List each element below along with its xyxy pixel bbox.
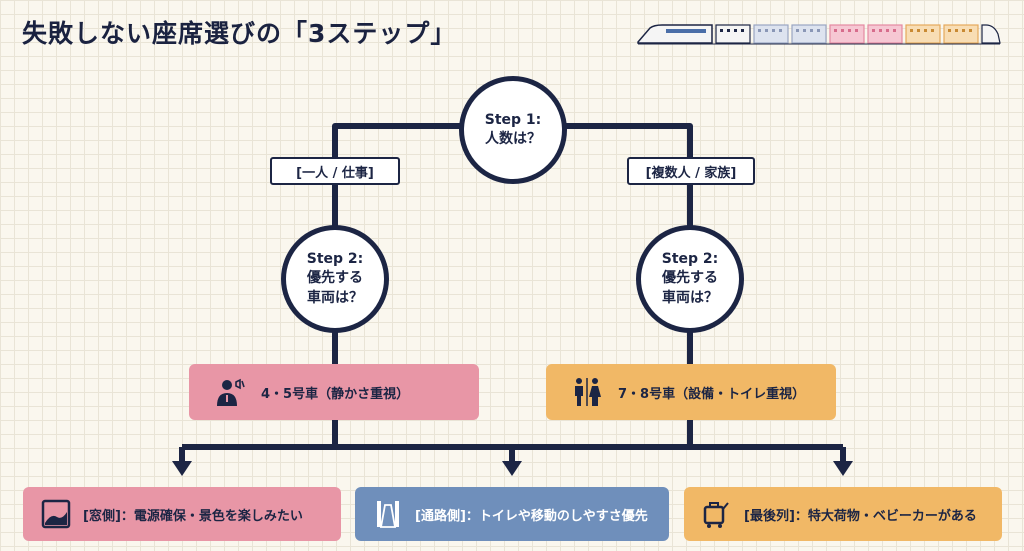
arrowhead-option-2 xyxy=(502,461,522,476)
option-last-row-text: [最後列]：特大荷物・ベビーカーがある xyxy=(744,508,977,524)
restroom-icon xyxy=(570,375,604,409)
step2-right-line1: 優先する xyxy=(662,270,718,286)
step2-right-node: Step 2: 優先する 車両は？ xyxy=(636,225,744,333)
connector-step1-right xyxy=(566,123,693,226)
option-aisle-text: [通路側]：トイレや移動のしやすさ優先 xyxy=(415,508,648,524)
step2-left-node: Step 2: 優先する 車両は？ xyxy=(281,225,389,333)
step1-label: Step 1: xyxy=(484,112,542,128)
step2-left-label: Step 2: xyxy=(306,251,364,267)
window-icon xyxy=(41,499,71,529)
option-last-row: [最後列]：特大荷物・ベビーカーがある xyxy=(684,487,1002,541)
connector-step1-left xyxy=(332,123,460,226)
recommendation-left: 4・5号車（静かさ重視） xyxy=(189,364,479,420)
option-window: [窓側]：電源確保・景色を楽しみたい xyxy=(23,487,341,541)
luggage-icon xyxy=(702,499,732,529)
branch-tag-left: [一人 / 仕事] xyxy=(270,157,400,185)
step2-left-line1: 優先する xyxy=(307,270,363,286)
branch-tag-right: [複数人 / 家族] xyxy=(627,157,755,185)
step2-right-line2: 車両は？ xyxy=(662,290,718,306)
recommendation-right-text: 7・8号車（設備・トイレ重視） xyxy=(618,386,806,402)
step1-question: 人数は？ xyxy=(485,131,541,147)
aisle-icon xyxy=(373,499,403,529)
arrowhead-option-1 xyxy=(172,461,192,476)
recommendation-left-text: 4・5号車（静かさ重視） xyxy=(261,386,410,402)
step2-left-line2: 車両は？ xyxy=(307,290,363,306)
recommendation-right: 7・8号車（設備・トイレ重視） xyxy=(546,364,836,420)
step1-node: Step 1: 人数は？ xyxy=(459,76,567,184)
option-window-text: [窓側]：電源確保・景色を楽しみたい xyxy=(83,508,303,524)
step2-right-label: Step 2: xyxy=(661,251,719,267)
quiet-person-icon xyxy=(213,375,247,409)
arrowhead-option-3 xyxy=(833,461,853,476)
page-title: 失敗しない座席選びの「3ステップ」 xyxy=(22,19,457,48)
train-illustration xyxy=(637,24,1001,45)
option-aisle: [通路側]：トイレや移動のしやすさ優先 xyxy=(355,487,669,541)
